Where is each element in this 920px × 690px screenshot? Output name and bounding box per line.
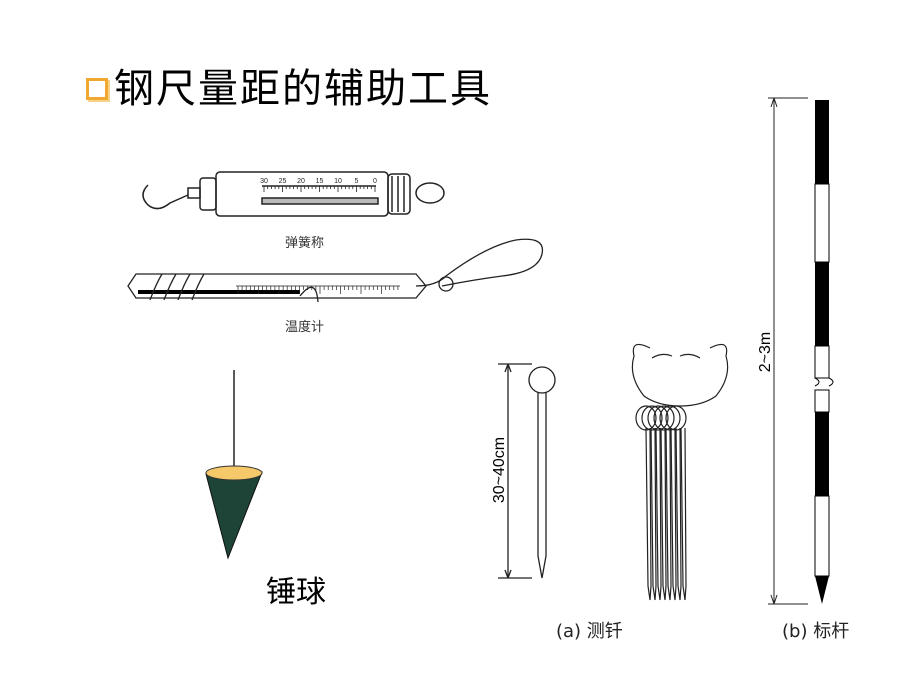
spring-scale-ticks <box>263 186 376 192</box>
pole-length-label: 2~3m <box>757 332 774 372</box>
spring-scale <box>142 171 445 217</box>
spring-scale-tick-labels: 30 25 20 15 10 5 0 <box>260 178 377 185</box>
title-row: 钢尺量距的辅助工具 <box>86 64 492 114</box>
spring-scale-tick-label: 25 <box>279 178 287 185</box>
measuring-pin <box>498 363 556 579</box>
spring-scale-tick-label: 20 <box>297 178 305 185</box>
range-pole <box>768 97 834 605</box>
thermometer <box>127 238 544 303</box>
spring-scale-tick-label: 30 <box>260 178 268 185</box>
spring-scale-hook <box>142 184 189 210</box>
thermometer-label: 温度计 <box>285 320 325 335</box>
pole-caption: (b) 标杆 <box>782 621 850 642</box>
slide-title: 钢尺量距的辅助工具 <box>114 66 492 112</box>
spring-scale-label: 弹簧称 <box>285 236 325 251</box>
spring-scale-tick-label: 5 <box>355 178 359 185</box>
bullet-icon <box>86 78 108 100</box>
spring-scale-tick-label: 0 <box>373 178 377 185</box>
spring-scale-tick-label: 10 <box>334 178 342 185</box>
spring-scale-tick-label: 15 <box>316 178 324 185</box>
plumb-bob <box>205 370 263 560</box>
measuring-pin-bundle <box>631 343 729 601</box>
pin-caption: (a) 测钎 <box>556 621 623 642</box>
plumb-bob-label: 锤球 <box>266 575 326 610</box>
pin-length-label: 30~40cm <box>491 437 508 503</box>
